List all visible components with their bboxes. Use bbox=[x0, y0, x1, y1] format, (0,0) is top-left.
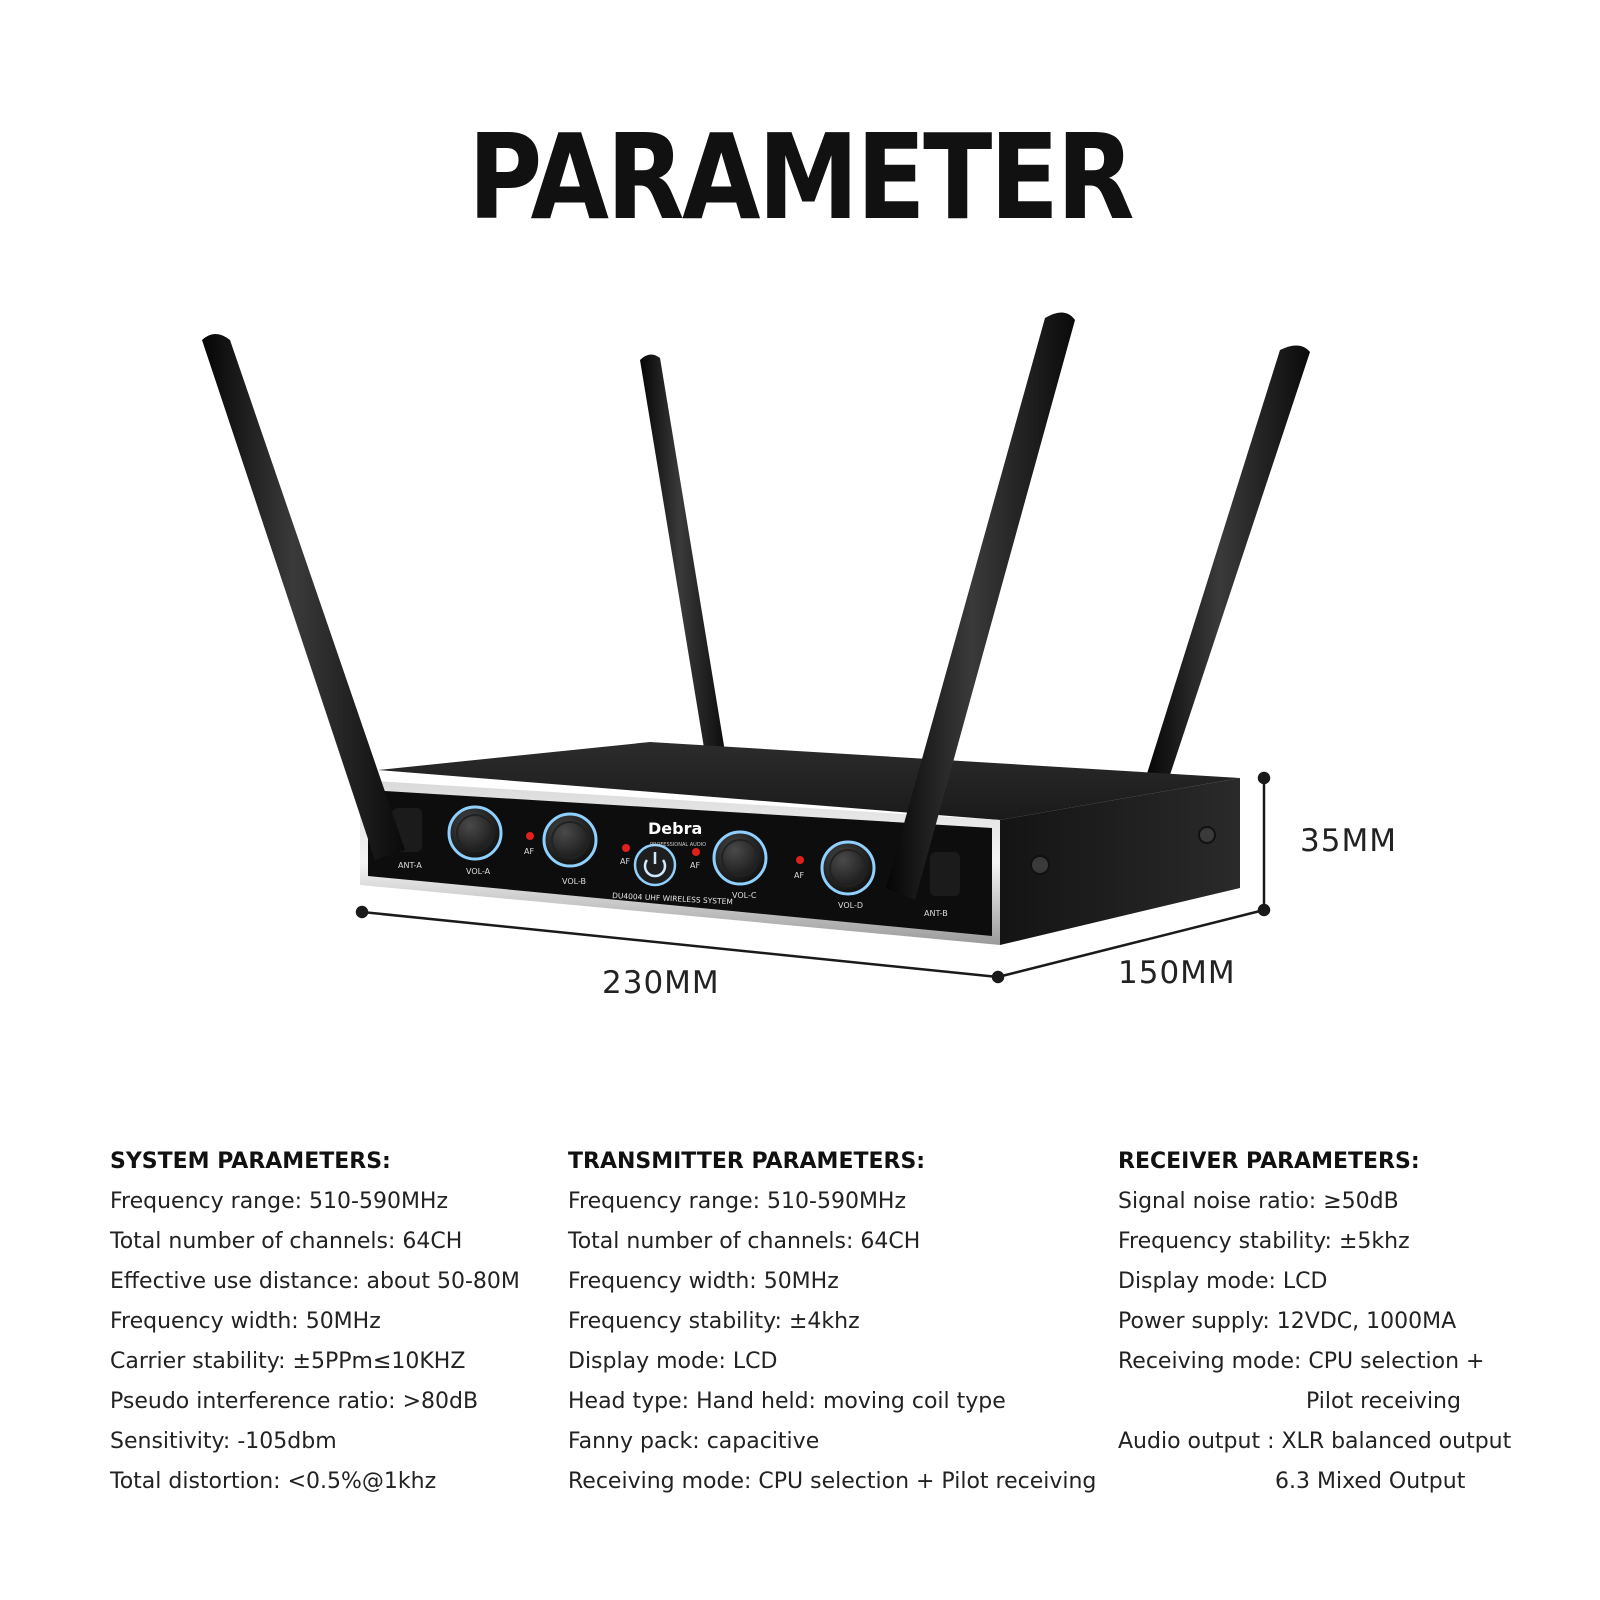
system-line: Total distortion: <0.5%@1khz bbox=[110, 1469, 437, 1494]
panel-label: VOL-B bbox=[562, 877, 586, 886]
panel-label: AF bbox=[524, 847, 534, 856]
transmitter-line: Frequency width: 50MHz bbox=[568, 1269, 839, 1294]
knob-vol-a bbox=[447, 805, 503, 861]
device-side bbox=[1000, 778, 1240, 945]
system-line: Total number of channels: 64CH bbox=[110, 1229, 463, 1254]
antenna-back-left bbox=[640, 354, 728, 772]
transmitter-line: Frequency stability: ±4khz bbox=[568, 1309, 860, 1334]
transmitter-parameters: TRANSMITTER PARAMETERS: Frequency range:… bbox=[568, 1142, 1097, 1502]
transmitter-heading: TRANSMITTER PARAMETERS: bbox=[568, 1149, 926, 1174]
receiver-parameters: RECEIVER PARAMETERS: Signal noise ratio:… bbox=[1118, 1142, 1512, 1502]
af-led bbox=[692, 848, 700, 856]
panel-label: ANT-A bbox=[398, 861, 422, 870]
receiver-line: Frequency stability: ±5khz bbox=[1118, 1229, 1410, 1254]
dimension-lines bbox=[355, 771, 1271, 984]
system-line: Carrier stability: ±5PPm≤10KHZ bbox=[110, 1349, 466, 1374]
af-led bbox=[526, 832, 534, 840]
dimension-width-label: 230MM bbox=[602, 965, 720, 1001]
transmitter-line: Receiving mode: CPU selection + Pilot re… bbox=[568, 1469, 1097, 1494]
receiver-line: Pilot receiving bbox=[1306, 1389, 1461, 1414]
system-heading: SYSTEM PARAMETERS: bbox=[110, 1149, 391, 1174]
antenna-back-right bbox=[1145, 345, 1310, 790]
system-line: Effective use distance: about 50-80M bbox=[110, 1269, 520, 1294]
transmitter-line: Total number of channels: 64CH bbox=[568, 1229, 921, 1254]
system-line: Frequency width: 50MHz bbox=[110, 1309, 381, 1334]
panel-label: AF bbox=[690, 861, 700, 870]
antenna-front-right bbox=[886, 312, 1075, 900]
receiver-line: Display mode: LCD bbox=[1118, 1269, 1328, 1294]
device-top bbox=[378, 742, 1240, 820]
knob-vol-b bbox=[542, 812, 598, 868]
transmitter-line: Fanny pack: capacitive bbox=[568, 1429, 820, 1454]
device-front-panel bbox=[368, 790, 992, 936]
brand-logo: Debra bbox=[648, 819, 702, 838]
receiver-line: Signal noise ratio: ≥50dB bbox=[1118, 1189, 1399, 1214]
receiver-line: Receiving mode: CPU selection + bbox=[1118, 1349, 1485, 1374]
knob-vol-c bbox=[712, 830, 768, 886]
antenna-front-left bbox=[202, 334, 405, 860]
panel-label: VOL-A bbox=[466, 867, 491, 876]
panel-label: ANT-B bbox=[924, 909, 948, 918]
panel-label: VOL-C bbox=[732, 891, 757, 900]
af-led bbox=[622, 844, 630, 852]
page-title: PARAMETER bbox=[467, 108, 1135, 246]
receiver-line: Power supply: 12VDC, 1000MA bbox=[1118, 1309, 1457, 1334]
brand-subtitle: PROFESSIONAL AUDIO bbox=[650, 842, 706, 848]
knob-vol-d bbox=[820, 840, 876, 896]
receiver-product-image: Debra PROFESSIONAL AUDIO DU4004 UHF WIRE… bbox=[202, 312, 1310, 984]
panel-labels: ANT-A VOL-A AF VOL-B AF AF VOL-C AF VOL-… bbox=[398, 847, 948, 918]
receiver-line: 6.3 Mixed Output bbox=[1275, 1469, 1466, 1494]
transmitter-line: Head type: Hand held: moving coil type bbox=[568, 1389, 1006, 1414]
transmitter-line: Display mode: LCD bbox=[568, 1349, 778, 1374]
panel-label: AF bbox=[794, 871, 804, 880]
transmitter-line: Frequency range: 510-590MHz bbox=[568, 1189, 907, 1214]
dimension-height-label: 35MM bbox=[1300, 823, 1397, 859]
dimension-depth-label: 150MM bbox=[1118, 955, 1236, 991]
af-led bbox=[796, 856, 804, 864]
power-button-icon bbox=[633, 843, 677, 887]
receiver-line: Audio output : XLR balanced output bbox=[1118, 1429, 1512, 1454]
system-line: Pseudo interference ratio: >80dB bbox=[110, 1389, 479, 1414]
panel-label: AF bbox=[620, 857, 630, 866]
system-parameters: SYSTEM PARAMETERS: Frequency range: 510-… bbox=[110, 1142, 520, 1502]
panel-label: VOL-D bbox=[838, 901, 863, 910]
system-line: Sensitivity: -105dbm bbox=[110, 1429, 337, 1454]
system-line: Frequency range: 510-590MHz bbox=[110, 1189, 449, 1214]
receiver-heading: RECEIVER PARAMETERS: bbox=[1118, 1149, 1420, 1174]
